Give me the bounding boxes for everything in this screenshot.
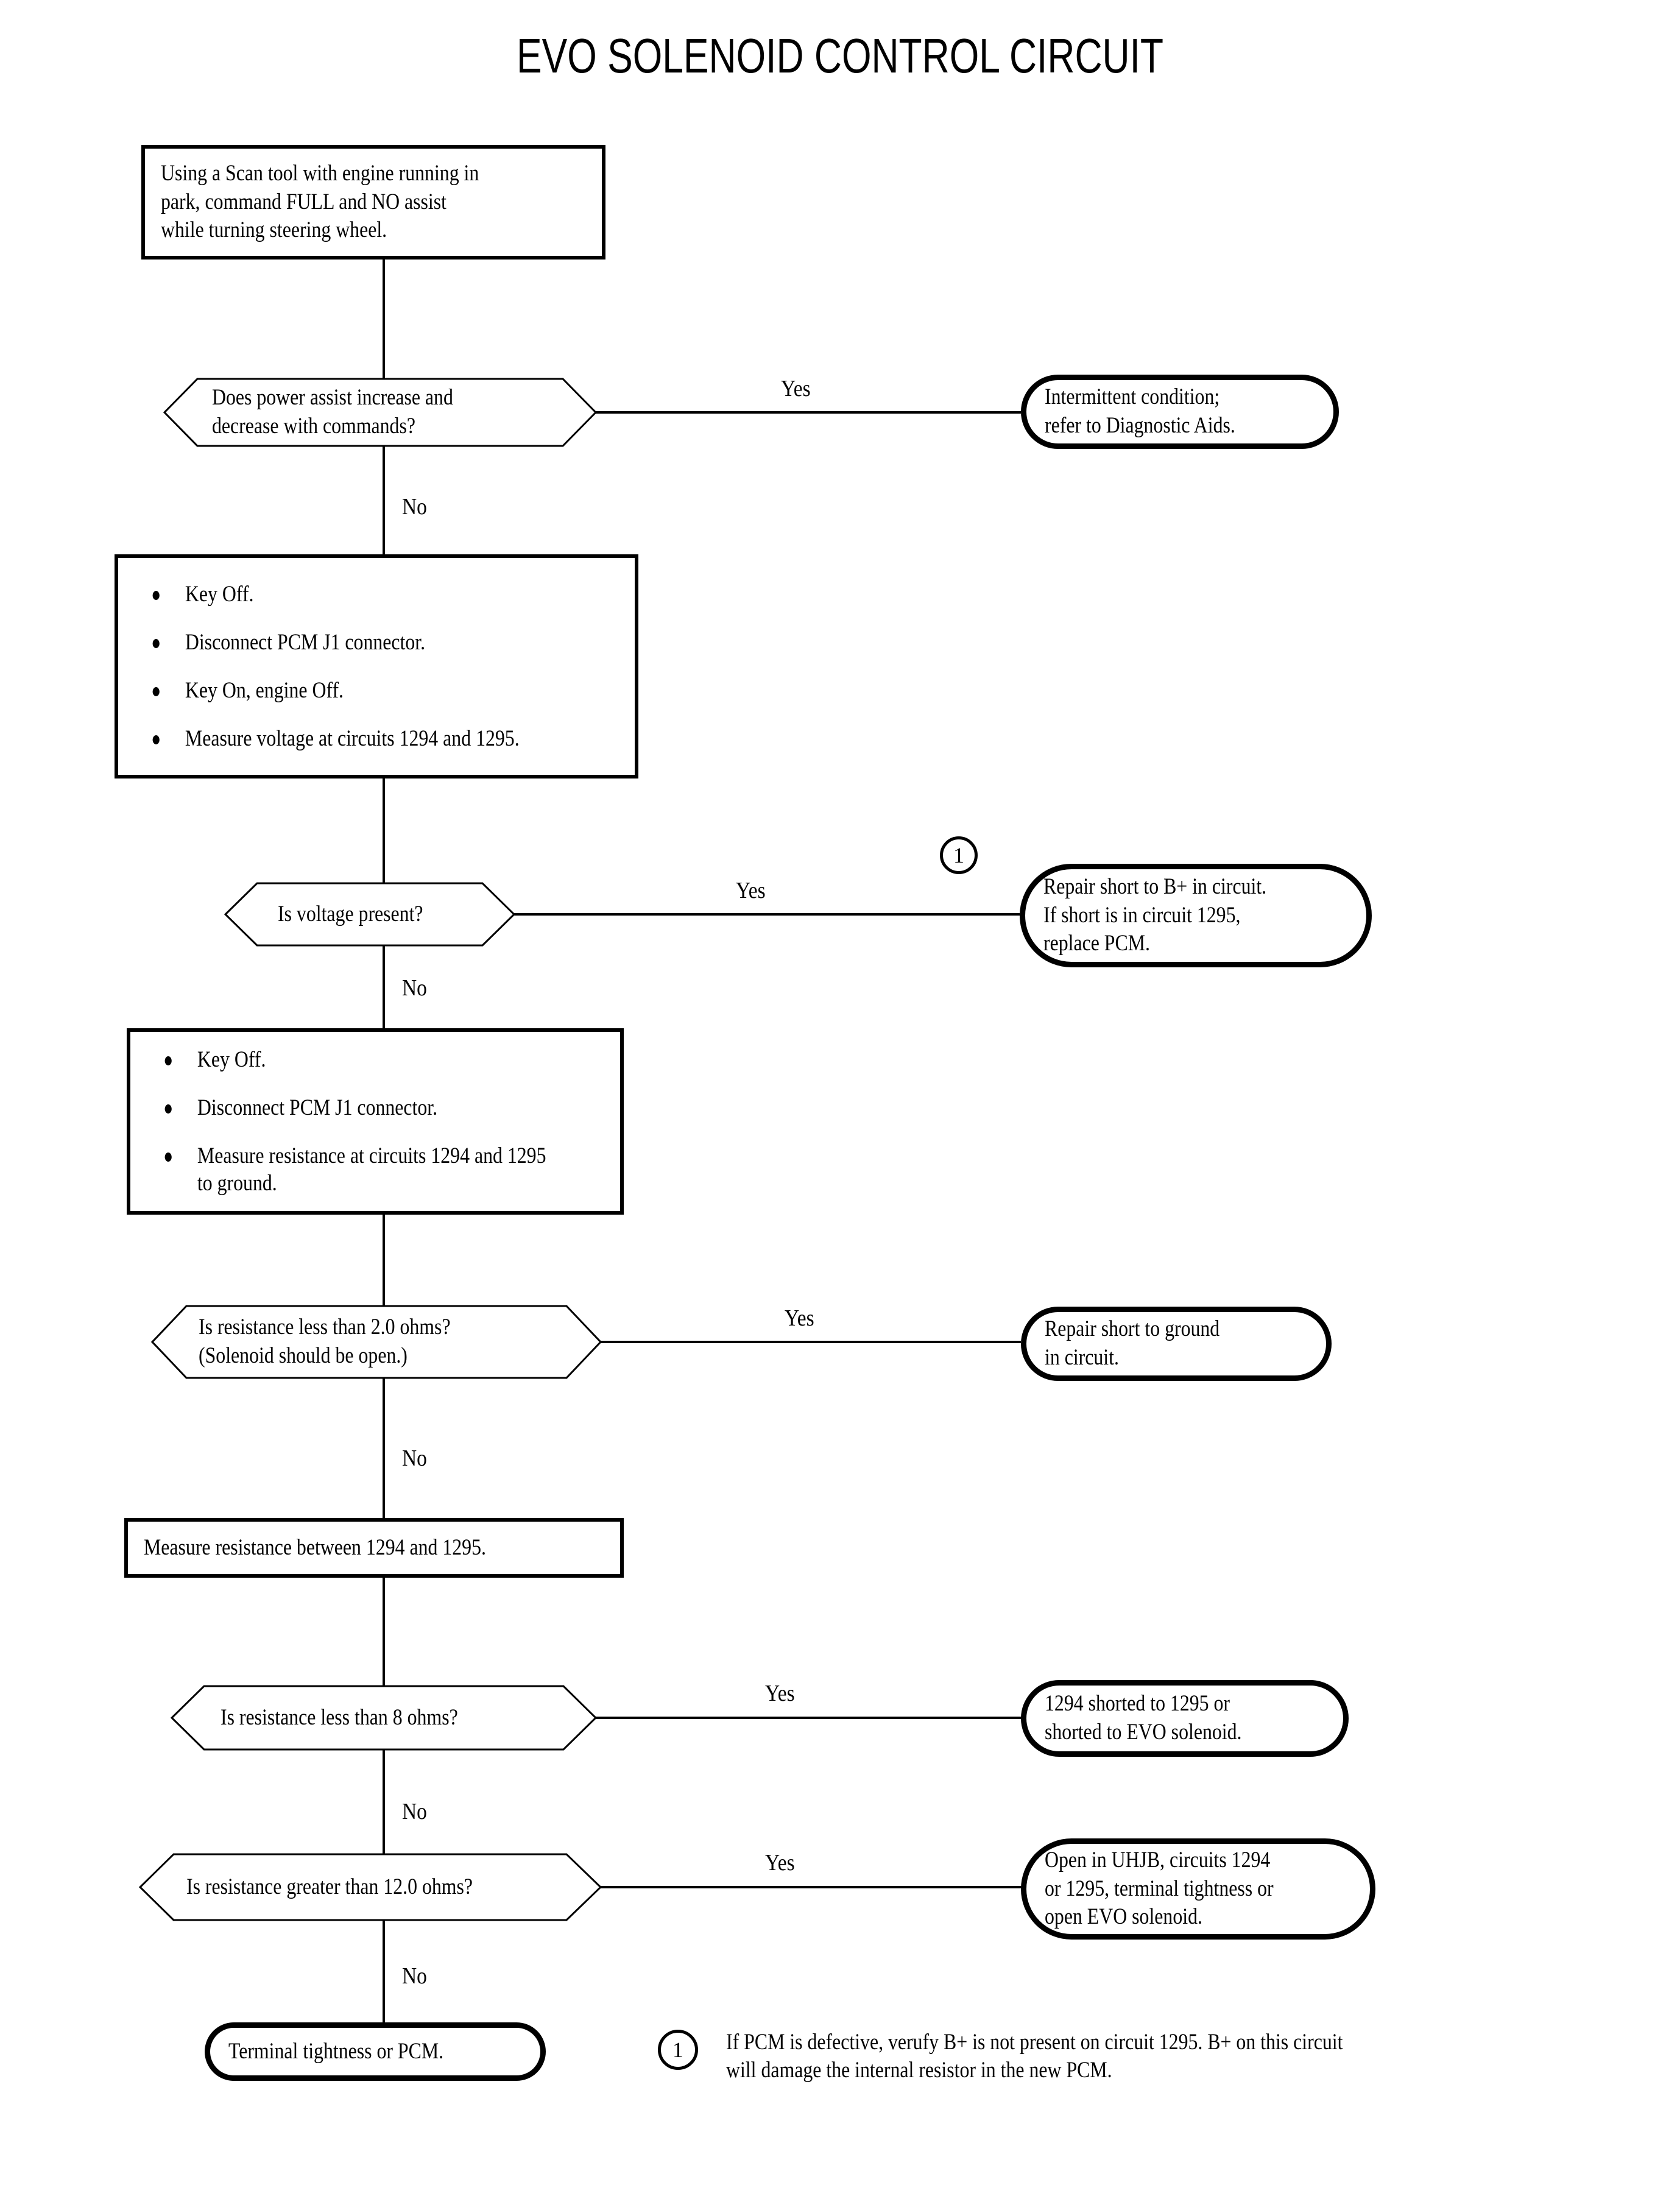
node-step-measure-between-text: Measure resistance between 1294 and 1295… <box>144 1534 486 1560</box>
node-result-repair-short-ground-text: Repair short to ground in circuit. <box>1045 1316 1220 1370</box>
hexagon-outline <box>151 1305 602 1379</box>
connector-decision4-no <box>383 1749 385 1862</box>
connector-measurebetween-to-decision4 <box>383 1578 385 1689</box>
hexagon-outline <box>139 1853 602 1921</box>
hexagon-outline <box>224 882 515 947</box>
node-result-open-uhjb: Open in UHJB, circuits 1294 or 1295, ter… <box>1021 1838 1375 1940</box>
node-decision-voltage-present-text: Is voltage present? <box>278 901 423 927</box>
node-result-intermittent: Intermittent condition; refer to Diagnos… <box>1021 375 1339 449</box>
branch-label-no-3: No <box>402 1446 427 1471</box>
list-item: Disconnect PCM J1 connector. <box>160 1094 554 1121</box>
branch-label-yes-3: Yes <box>785 1305 814 1331</box>
reference-marker-1-top: 1 <box>940 836 978 874</box>
branch-label-yes-1: Yes <box>781 376 811 401</box>
hexagon-outline <box>163 378 597 447</box>
branch-label-no-4: No <box>402 1799 427 1824</box>
branch-label-yes-2: Yes <box>736 878 766 903</box>
list-item: Measure resistance at circuits 1294 and … <box>160 1142 554 1197</box>
connector-decision2-no <box>383 945 385 1032</box>
connector-decision3-no <box>383 1378 385 1518</box>
node-result-repair-short-bplus: Repair short to B+ in circuit. If short … <box>1020 864 1372 967</box>
list-item: Key On, engine Off. <box>147 677 565 704</box>
node-decision-power-assist: Does power assist increase and decrease … <box>163 378 597 447</box>
branch-label-no-1: No <box>402 494 427 520</box>
branch-label-yes-5: Yes <box>765 1850 795 1876</box>
node-decision-resistance-12ohms-text: Is resistance greater than 12.0 ohms? <box>186 1874 473 1899</box>
node-result-intermittent-text: Intermittent condition; refer to Diagnos… <box>1045 384 1235 438</box>
resistance-checks-list: Key Off. Disconnect PCM J1 connector. Me… <box>146 1046 618 1198</box>
node-start-step: Using a Scan tool with engine running in… <box>141 145 605 259</box>
connector-start-to-decision1 <box>383 259 385 381</box>
list-item: Measure voltage at circuits 1294 and 129… <box>147 725 565 752</box>
page-title: EVO SOLENOID CONTROL CIRCUIT <box>516 29 1164 83</box>
branch-label-no-5: No <box>402 1963 427 1989</box>
connector-decision1-no <box>383 446 385 557</box>
node-decision-resistance-2ohms-text: Is resistance less than 2.0 ohms? (Solen… <box>199 1315 451 1368</box>
connector-decision3-yes <box>599 1341 1021 1343</box>
branch-label-no-2: No <box>402 975 427 1001</box>
node-result-open-uhjb-text: Open in UHJB, circuits 1294 or 1295, ter… <box>1045 1848 1274 1930</box>
list-item: Disconnect PCM J1 connector. <box>147 629 565 656</box>
connector-resistancechecks-to-decision3 <box>383 1215 385 1311</box>
node-result-shorted-text: 1294 shorted to 1295 or shorted to EVO s… <box>1045 1691 1242 1745</box>
voltage-checks-list: Key Off. Disconnect PCM J1 connector. Ke… <box>134 581 632 753</box>
list-item: Key Off. <box>160 1046 554 1073</box>
node-result-repair-short-bplus-text: Repair short to B+ in circuit. If short … <box>1043 874 1267 956</box>
node-decision-power-assist-text: Does power assist increase and decrease … <box>212 385 453 439</box>
node-step-voltage-checks: Key Off. Disconnect PCM J1 connector. Ke… <box>115 554 638 778</box>
footnote-text: If PCM is defective, verufy B+ is not pr… <box>726 2030 1343 2083</box>
connector-decision4-yes <box>595 1717 1022 1719</box>
connector-decision5-yes <box>599 1886 1022 1888</box>
node-result-terminal-tightness-text: Terminal tightness or PCM. <box>228 2038 444 2064</box>
node-decision-resistance-2ohms: Is resistance less than 2.0 ohms? (Solen… <box>151 1305 602 1379</box>
branch-label-yes-4: Yes <box>765 1681 795 1706</box>
node-decision-resistance-12ohms: Is resistance greater than 12.0 ohms? <box>139 1853 602 1921</box>
connector-decision2-yes <box>514 913 1020 916</box>
node-decision-resistance-8ohms-text: Is resistance less than 8 ohms? <box>221 1704 458 1730</box>
node-result-shorted: 1294 shorted to 1295 or shorted to EVO s… <box>1021 1680 1349 1757</box>
connector-decision5-no <box>383 1920 385 2031</box>
node-step-resistance-checks: Key Off. Disconnect PCM J1 connector. Me… <box>127 1028 624 1215</box>
node-result-repair-short-ground: Repair short to ground in circuit. <box>1021 1307 1332 1381</box>
list-item: Key Off. <box>147 581 565 608</box>
connector-voltagechecks-to-decision2 <box>383 778 385 888</box>
node-decision-voltage-present: Is voltage present? <box>224 882 515 947</box>
node-decision-resistance-8ohms: Is resistance less than 8 ohms? <box>171 1685 597 1751</box>
node-result-terminal-tightness: Terminal tightness or PCM. <box>205 2022 546 2081</box>
node-step-measure-between: Measure resistance between 1294 and 1295… <box>124 1518 624 1578</box>
connector-decision1-yes <box>595 411 1021 414</box>
reference-marker-1-footnote: 1 <box>658 2030 698 2070</box>
node-start-step-text: Using a Scan tool with engine running in… <box>161 161 479 243</box>
hexagon-outline <box>171 1685 597 1751</box>
